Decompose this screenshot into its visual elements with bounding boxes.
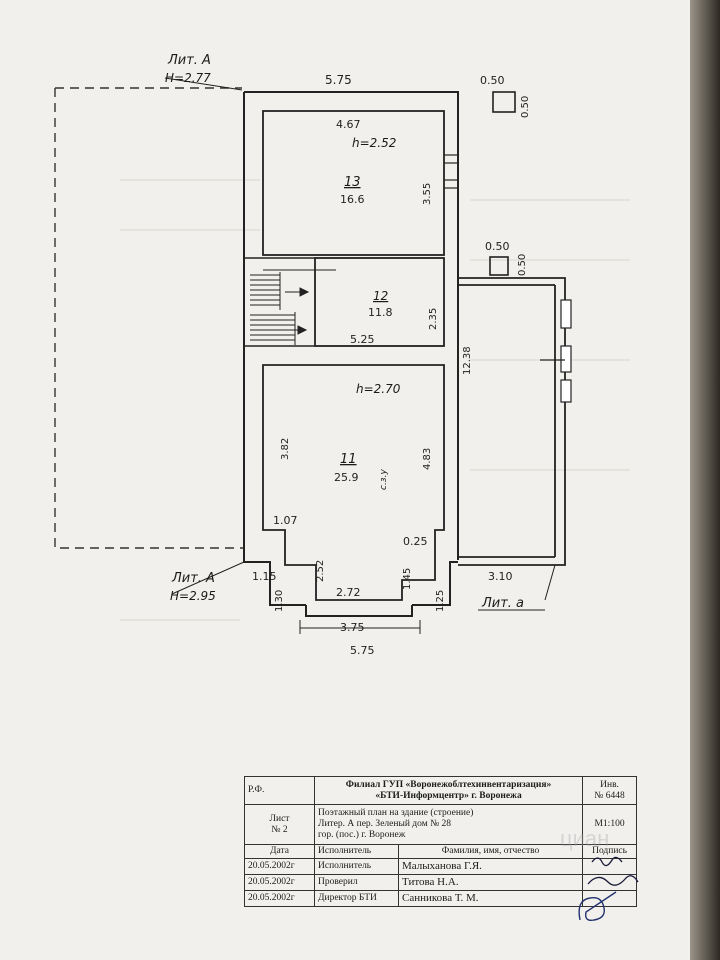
signature-mark [582,858,638,875]
chimney-1 [492,91,516,113]
room-12-number: 12 [373,289,388,303]
row-name: Санникова Т. М. [397,890,584,907]
room-11-note: с.з.у [379,469,389,490]
porch-walls [458,277,566,566]
dim-bottom-left-1: 1.15 [252,570,277,583]
table-row: 20.05.2002г Директор БТИ Санникова Т. М. [244,890,638,907]
address-line-1: Литер. А пер. Зеленый дом № 28 [318,819,452,829]
dim-niche-bottom: 2.72 [336,586,361,599]
dim-top-width: 5.75 [325,73,352,87]
height-bottom-left: Н=2.95 [170,589,216,603]
inventory-cell: Инв. № 6448 [582,776,638,805]
address-line-2: гор. (пос.) г. Воронеж [318,830,406,840]
room-11-height: h=2.70 [356,382,401,396]
dim-niche-right: 1.45 [402,568,413,590]
header-performer: Исполнитель [314,844,399,859]
dim-chimney-h: 0.50 [520,96,531,118]
room-13-height: h=2.52 [352,136,396,150]
organization-cell: Филиал ГУП «Воронежоблтехинвентаризация»… [313,776,584,805]
row-date: 20.05.2002г [244,890,315,907]
sheet-number: № 2 [271,824,288,835]
inv-label: Инв. [600,779,619,790]
dim-bottom-left-2: 1.30 [274,590,285,612]
signature-mark [582,874,638,891]
watermark: циан [560,826,610,851]
room-13-area: 16.6 [340,193,365,206]
row-date: 20.05.2002г [244,874,315,891]
sheet-cell: Лист № 2 [244,804,315,845]
dim-bottom-right: 1.25 [435,590,446,612]
plan-title: Поэтажный план на здание (строение) [318,808,474,818]
org-line-2: «БТИ-Информцентр» г. Воронежа [375,790,522,801]
dim-chimney-w: 0.50 [480,74,505,87]
room-13-walls [262,110,445,256]
dim-bottom-inner: 3.75 [340,621,365,634]
dim-room12-right: 2.35 [428,308,439,330]
paper-bleed-lines [120,179,630,621]
table-row: 20.05.2002г Исполнитель Малыханова Г.Я. [244,858,638,875]
leader-line [171,561,245,595]
row-date: 20.05.2002г [244,858,315,875]
leader-line [544,564,556,601]
dim-room13-width: 4.67 [336,118,361,131]
height-top-left: Н=2.77 [165,71,211,85]
lit-a-top-label: Лит. А [167,53,211,68]
rf-cell: Р.Ф. [244,776,315,805]
header-name: Фамилия, имя, отчество [397,844,584,859]
plan-info-cell: Поэтажный план на здание (строение) Лите… [313,804,584,845]
room-11-walls [262,364,445,601]
staircase [250,272,310,345]
chimney-2 [489,256,509,276]
dim-porch-height: 12.38 [462,346,473,375]
org-line-1: Филиал ГУП «Воронежоблтехинвентаризация» [345,779,552,790]
table-row: 20.05.2002г Проверил Титова Н.А. [244,874,638,891]
row-role: Исполнитель [314,858,399,875]
dim-left-step: 1.07 [273,514,298,527]
dim-room11-right: 4.83 [422,448,433,470]
room-13-number: 13 [344,175,361,190]
dim-chimney2-w: 0.50 [485,240,510,253]
dim-bottom-overall: 5.75 [350,644,375,657]
room-11-number: 11 [340,452,357,467]
signature-mark [582,890,638,907]
porch-windows [540,299,572,403]
room-11-area: 25.9 [334,471,359,484]
dim-porch-bottom: 3.10 [488,570,513,583]
row-name: Титова Н.А. [397,874,584,891]
dim-room12-bottom: 5.25 [350,333,375,346]
dim-right-step: 0.25 [403,535,428,548]
leader-line [164,77,243,91]
header-date: Дата [244,844,315,859]
row-name: Малыханова Г.Я. [397,858,584,875]
room-12-walls [314,257,445,347]
lit-a-bottom-label: Лит. А [171,571,215,586]
inv-number: № 6448 [594,790,625,801]
dim-room11-left: 3.82 [280,438,291,460]
row-role: Проверил [314,874,399,891]
outer-walls [243,91,459,617]
lit-a-small-label: Лит. а [481,596,524,611]
dim-niche-left: 2.52 [315,560,326,582]
dim-chimney2-h: 0.50 [517,254,528,276]
dim-room13-height: 3.55 [422,183,433,205]
scale-cell: М1:100 [582,804,638,845]
room-12-area: 11.8 [368,306,393,319]
room-13-window [444,154,458,189]
adjacent-building-outline [54,87,245,549]
background-edge [690,0,720,960]
sheet-label: Лист [269,813,290,824]
row-role: Директор БТИ [314,890,399,907]
